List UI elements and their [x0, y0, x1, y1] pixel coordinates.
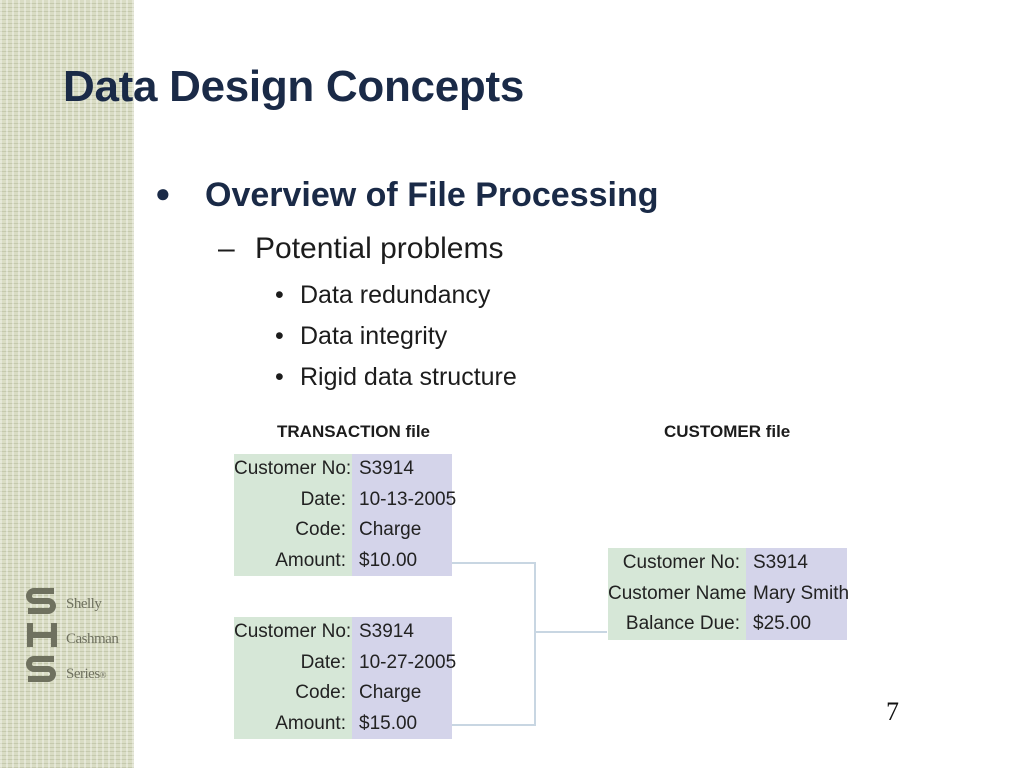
field-value: $10.00 — [352, 545, 452, 576]
record-row: Code: Charge — [234, 515, 452, 546]
small-bullet-icon: • — [275, 363, 284, 391]
slide-title: Data Design Concepts — [63, 62, 524, 111]
bullet-level3-text: Data redundancy — [300, 281, 491, 309]
record-row: Date: 10-13-2005 — [234, 484, 456, 515]
field-value: $15.00 — [352, 708, 452, 739]
bullet-dot-icon: ● — [155, 178, 171, 208]
dash-icon: – — [218, 232, 235, 265]
field-label: Customer No: — [234, 454, 352, 485]
record-row: Customer No: S3914 — [608, 548, 847, 579]
shelly-cashman-logo: Shelly Cashman Series® — [24, 585, 124, 695]
bullet-level3-text: Rigid data structure — [300, 363, 517, 391]
field-value: Charge — [352, 678, 452, 709]
field-label: Amount: — [234, 708, 352, 739]
record-row: Amount: $15.00 — [234, 708, 452, 739]
transaction-record-2: Customer No: S3914 Date: 10-27-2005 Code… — [234, 617, 456, 739]
field-label: Code: — [234, 515, 352, 546]
record-row: Customer Name: Mary Smith — [608, 578, 849, 609]
field-label: Date: — [234, 647, 352, 678]
bullet-level3-text: Data integrity — [300, 322, 448, 350]
bullet-level2-text: Potential problems — [255, 232, 504, 265]
logo-word-1: Shelly — [66, 596, 102, 612]
field-label: Customer No: — [608, 548, 746, 579]
field-value: S3914 — [352, 454, 452, 485]
record-row: Amount: $10.00 — [234, 545, 452, 576]
field-label: Balance Due: — [608, 609, 746, 640]
transaction-file-label: TRANSACTION file — [277, 422, 430, 441]
small-bullet-icon: • — [275, 281, 284, 309]
field-value: Mary Smith — [746, 578, 849, 609]
logo-word-3: Series® — [66, 666, 107, 682]
field-value: S3914 — [746, 548, 847, 579]
field-label: Customer Name: — [608, 578, 752, 609]
field-label: Customer No: — [234, 617, 352, 648]
small-bullet-icon: • — [275, 322, 284, 350]
record-row: Customer No: S3914 — [234, 617, 452, 648]
record-row: Balance Due: $25.00 — [608, 609, 847, 640]
customer-record: Customer No: S3914 Customer Name: Mary S… — [608, 548, 849, 640]
decorative-sidebar: Shelly Cashman Series® — [0, 0, 134, 768]
field-label: Code: — [234, 678, 352, 709]
field-value: S3914 — [352, 617, 452, 648]
logo-word-2: Cashman — [66, 631, 119, 647]
field-value: $25.00 — [746, 609, 847, 640]
logo-wordmark: Shelly Cashman Series® — [66, 587, 119, 693]
record-row: Code: Charge — [234, 678, 452, 709]
record-row: Customer No: S3914 — [234, 454, 452, 485]
field-value: 10-27-2005 — [352, 647, 456, 678]
field-value: 10-13-2005 — [352, 484, 456, 515]
page-number: 7 — [886, 697, 899, 726]
field-label: Date: — [234, 484, 352, 515]
bullet-level1-text: Overview of File Processing — [205, 176, 659, 214]
field-label: Amount: — [234, 545, 352, 576]
logo-mark-icon — [26, 588, 57, 682]
record-row: Date: 10-27-2005 — [234, 647, 456, 678]
field-value: Charge — [352, 515, 452, 546]
customer-file-label: CUSTOMER file — [664, 422, 791, 441]
transaction-record-1: Customer No: S3914 Date: 10-13-2005 Code… — [234, 454, 456, 576]
